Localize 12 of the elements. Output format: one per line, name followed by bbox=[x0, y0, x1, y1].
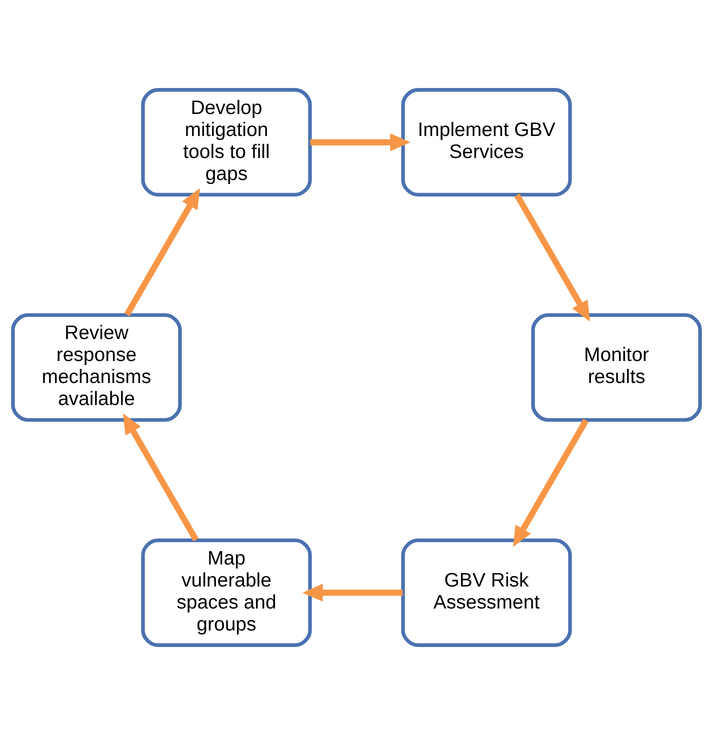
node-box: GBV Risk Assessment bbox=[401, 538, 572, 647]
node-box: Map vulnerable spaces and groups bbox=[141, 538, 312, 647]
node-box: Develop mitigation tools to fill gaps bbox=[141, 88, 312, 197]
arrow bbox=[122, 413, 199, 542]
arrow bbox=[514, 194, 590, 322]
arrow bbox=[302, 584, 403, 602]
arrow bbox=[310, 133, 411, 152]
arrow bbox=[124, 188, 200, 316]
node-box: Monitor results bbox=[531, 313, 702, 422]
node-box: Implement GBV Services bbox=[401, 88, 572, 197]
node-box: Review response mechanisms available bbox=[11, 313, 182, 422]
arrow bbox=[513, 418, 589, 547]
